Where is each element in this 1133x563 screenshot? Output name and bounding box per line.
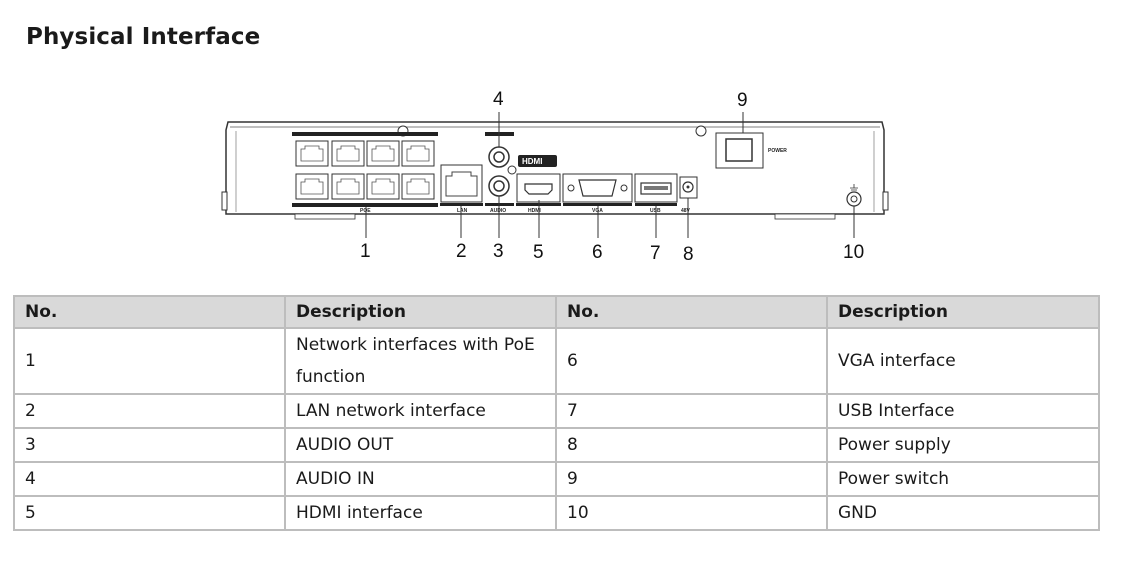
callout-2: 2	[456, 241, 467, 262]
table-row: 4 AUDIO IN 9 Power switch	[13, 461, 1100, 497]
table-header-row: No. Description No. Description	[13, 295, 1100, 329]
lan-label: LAN	[457, 208, 468, 214]
interface-table: No. Description No. Description 1 Networ…	[13, 295, 1100, 531]
header-description: Description	[826, 295, 1100, 329]
cell-no: 5	[13, 495, 286, 531]
gnd-terminal	[846, 184, 862, 207]
cell-description: VGA interface	[826, 327, 1100, 395]
callout-8: 8	[683, 244, 694, 265]
cell-no: 7	[555, 393, 828, 429]
header-no: No.	[13, 295, 286, 329]
power-switch: POWER	[715, 132, 787, 169]
callout-lines	[365, 112, 855, 238]
header-description: Description	[284, 295, 557, 329]
cell-no: 3	[13, 427, 286, 463]
cell-no: 2	[13, 393, 286, 429]
poe-ports: POE	[292, 132, 438, 214]
cell-description: GND	[826, 495, 1100, 531]
callout-6: 6	[592, 242, 603, 263]
section-title: Physical Interface	[26, 24, 261, 50]
callout-5: 5	[533, 242, 544, 263]
callout-1: 1	[360, 241, 371, 262]
cell-description: LAN network interface	[284, 393, 557, 429]
header-no: No.	[555, 295, 828, 329]
cell-no: 10	[555, 495, 828, 531]
callout-10: 10	[843, 242, 864, 263]
table-row: 1 Network interfaces with PoE function 6…	[13, 327, 1100, 395]
table-row: 3 AUDIO OUT 8 Power supply	[13, 427, 1100, 463]
cell-description: USB Interface	[826, 393, 1100, 429]
cell-description: Network interfaces with PoE function	[284, 327, 557, 395]
power-input: 48V	[679, 176, 698, 214]
table-row: 5 HDMI interface 10 GND	[13, 495, 1100, 531]
cell-no: 1	[13, 327, 286, 395]
cell-no: 4	[13, 461, 286, 497]
usb-label: USB	[650, 208, 661, 214]
cell-description: Power supply	[826, 427, 1100, 463]
table-row: 2 LAN network interface 7 USB Interface	[13, 393, 1100, 429]
callout-4: 4	[493, 89, 504, 110]
cell-description: HDMI interface	[284, 495, 557, 531]
cell-no: 9	[555, 461, 828, 497]
callout-9: 9	[737, 90, 748, 111]
vga-port: VGA	[562, 173, 633, 214]
lan-port: LAN	[440, 164, 483, 214]
callout-7: 7	[650, 243, 661, 264]
cell-no: 8	[555, 427, 828, 463]
usb-port: USB	[634, 173, 678, 214]
cell-no: 6	[555, 327, 828, 395]
hdmi-label: HDMI	[528, 208, 541, 214]
audio-label: AUDIO	[490, 208, 506, 214]
svg-text:HDMI: HDMI	[522, 157, 542, 166]
cell-description: AUDIO OUT	[284, 427, 557, 463]
rear-panel-diagram: POE LAN AUDIO HDMI HDMI VGA	[221, 89, 889, 265]
callout-3: 3	[493, 241, 504, 262]
cell-description: AUDIO IN	[284, 461, 557, 497]
power-switch-label: POWER	[768, 148, 787, 154]
cell-description: Power switch	[826, 461, 1100, 497]
power-input-label: 48V	[681, 208, 691, 214]
